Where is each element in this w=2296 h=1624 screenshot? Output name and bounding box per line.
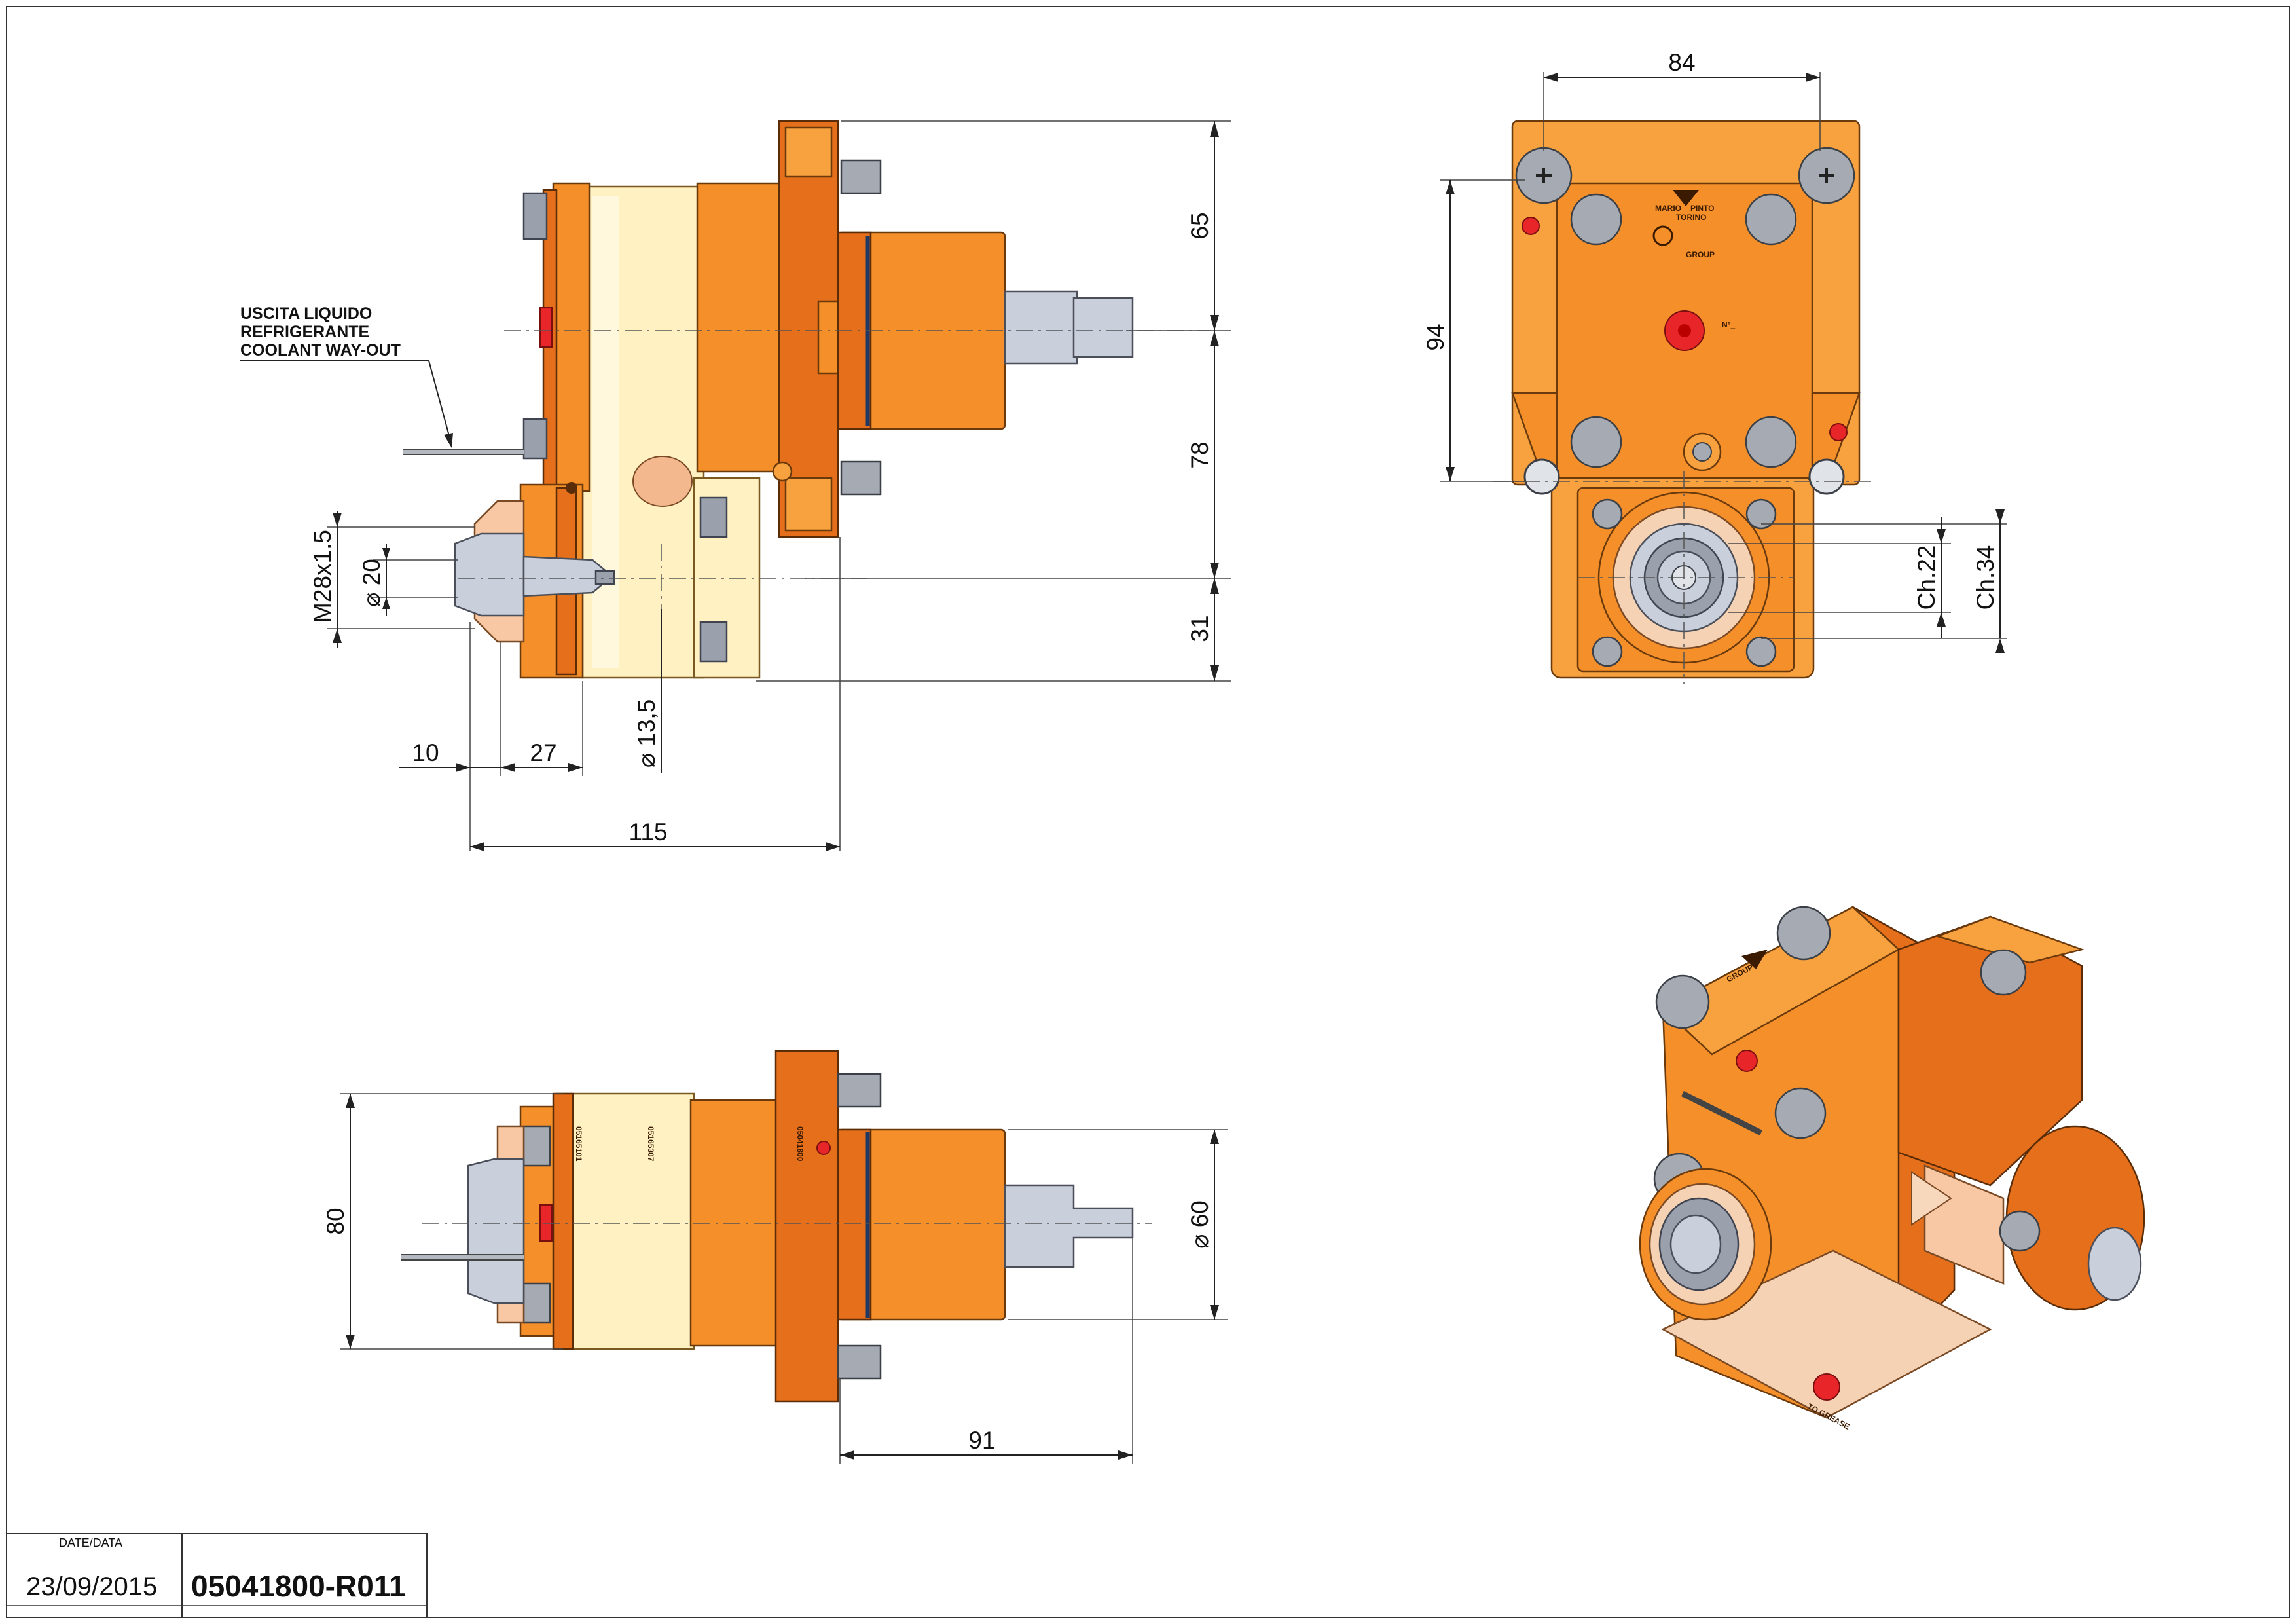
- side-red-plug: [539, 307, 553, 348]
- side-bolt-2: [522, 418, 548, 460]
- svg-text:05041800: 05041800: [795, 1126, 805, 1162]
- svg-text:MARIO: MARIO: [1655, 204, 1681, 213]
- dim-84: 84: [1668, 49, 1695, 76]
- front-serial-label: N°_: [1722, 320, 1735, 329]
- side-bolt-3: [699, 496, 728, 538]
- svg-text:TORINO: TORINO: [1676, 213, 1706, 222]
- dim-ch22: Ch.22: [1913, 545, 1940, 610]
- side-collet: [454, 532, 525, 617]
- iso-drive-shaft: [2087, 1227, 2142, 1301]
- coolant-note-line3: COOLANT WAY-OUT: [240, 341, 401, 360]
- dim-27: 27: [530, 739, 556, 766]
- dim-91: 91: [968, 1427, 995, 1454]
- dim-10: 10: [412, 739, 439, 766]
- svg-text:PINTO: PINTO: [1690, 204, 1714, 213]
- dim-31: 31: [1186, 615, 1213, 642]
- drawing-date: 23/09/2015: [26, 1572, 157, 1601]
- side-view: 65 78 31 M28x1.5 ⌀ 20 ⌀ 13,5 10 27 115 U…: [240, 120, 1231, 851]
- bottom-cream-body: [555, 1092, 695, 1350]
- dim-80: 80: [322, 1208, 349, 1234]
- side-flange-bolt-bottom: [840, 460, 882, 496]
- side-face-plate-upper: [552, 182, 591, 492]
- front-bolt-3: [1745, 193, 1797, 246]
- brand-logo-icon: [1673, 190, 1699, 206]
- dim-94: 94: [1422, 323, 1449, 350]
- title-block: DATE/DATA 23/09/2015 05041800-R011: [6, 1533, 428, 1618]
- side-main-housing: [696, 182, 793, 473]
- bottom-view: 05165101 05165307 05041800 80 ⌀ 60 91: [322, 1050, 1228, 1464]
- front-view: N°_ MARIO PINTO TORINO GROUP 84: [1422, 49, 2007, 684]
- side-bolt-1: [522, 192, 548, 240]
- side-flange-bolt-top: [840, 159, 882, 194]
- front-red-plug-left: [1522, 217, 1540, 235]
- front-bolt-2: [1570, 193, 1622, 246]
- dim-dia-13-5: ⌀ 13,5: [633, 699, 660, 768]
- dim-dia-20: ⌀ 20: [358, 559, 385, 607]
- coolant-note-line2: REFRIGERANTE: [240, 323, 369, 341]
- coolant-note-line1: USCITA LIQUIDO: [240, 304, 372, 323]
- dim-thread-m28: M28x1.5: [309, 530, 336, 623]
- side-bolt-4: [699, 621, 728, 663]
- bottom-mounting-flange: [774, 1050, 839, 1403]
- dim-115: 115: [629, 819, 668, 845]
- front-red-plug-right: [1829, 423, 1848, 441]
- dim-78: 78: [1186, 441, 1213, 468]
- front-bolt-4: [1570, 416, 1622, 468]
- date-label: DATE/DATA: [59, 1536, 122, 1549]
- drawing-number: 05041800-R011: [191, 1569, 405, 1603]
- dim-ch34: Ch.34: [1972, 545, 1999, 610]
- front-bolt-5: [1745, 416, 1797, 468]
- side-drive-shaft: [1004, 290, 1078, 365]
- sheet-border: [6, 6, 2290, 1618]
- dim-65: 65: [1186, 212, 1213, 239]
- svg-text:GROUP: GROUP: [1686, 250, 1715, 259]
- svg-text:05165307: 05165307: [646, 1126, 655, 1162]
- bottom-drive-shaft: [1004, 1184, 1134, 1268]
- dim-dia-60: ⌀ 60: [1186, 1200, 1213, 1249]
- svg-text:05165101: 05165101: [574, 1126, 583, 1162]
- isometric-view: GROUP TO GREASE: [1639, 906, 2145, 1431]
